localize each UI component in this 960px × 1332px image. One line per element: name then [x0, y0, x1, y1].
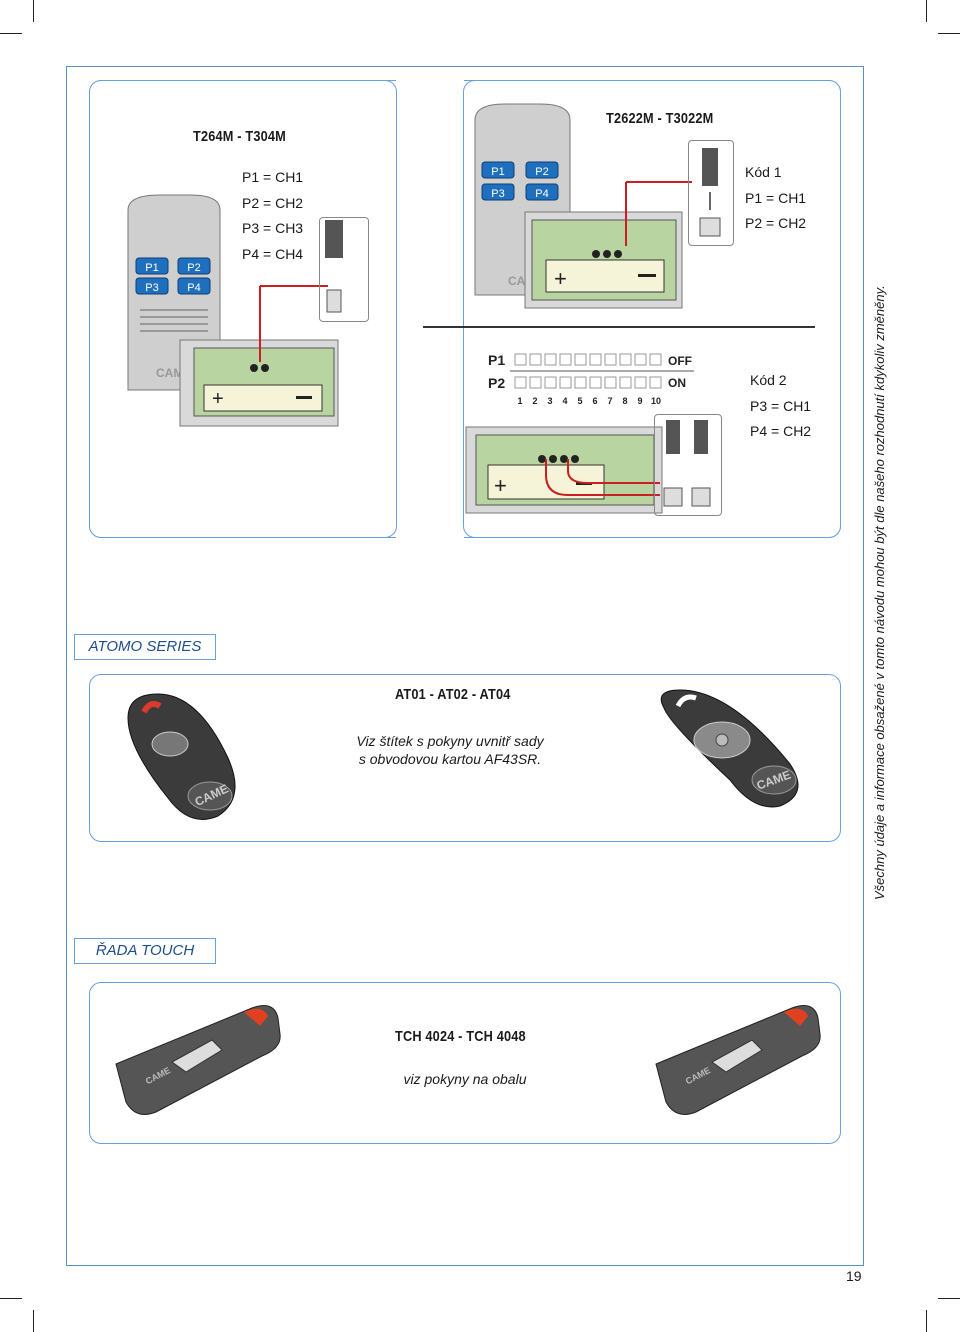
at-remote-right: CAME — [660, 689, 799, 808]
at-note: Viz štítek s pokyny uvnitř sady s obvodo… — [330, 732, 570, 768]
dip-switch-diagram: P1 P2 OFF ON 1 2 3 4 5 6 7 8 9 10 — [488, 352, 694, 406]
crop-mark — [0, 33, 22, 34]
crop-mark — [926, 1310, 927, 1332]
svg-text:+: + — [494, 473, 507, 498]
atomo-series-label: ATOMO SERIES — [74, 634, 216, 660]
crop-mark — [0, 1298, 22, 1299]
svg-text:+: + — [554, 266, 567, 291]
code1-jumper-icon — [699, 148, 721, 237]
t264-mapping: P1 = CH1 P2 = CH2 P3 = CH3 P4 = CH4 — [242, 165, 303, 267]
at-note-line: Viz štítek s pokyny uvnitř sady — [356, 733, 544, 749]
mapping-line: P1 = CH1 — [242, 169, 304, 185]
t264-remote-illustration: P1 P2 P3 P4 CAME + — [127, 194, 343, 427]
side-disclaimer: Všechny údaje a informace obsažené v tom… — [872, 285, 887, 900]
dip-number: 2 — [532, 396, 537, 406]
crop-mark — [938, 33, 960, 34]
dip-number: 7 — [607, 396, 612, 406]
code2-board-illustration: + — [465, 426, 663, 514]
button-label: P4 — [187, 282, 200, 294]
button-label: P3 — [491, 188, 504, 200]
code2-jumper-box — [654, 414, 722, 516]
code2-jumper-icon — [663, 420, 711, 507]
dip-row-label: P2 — [488, 375, 505, 391]
mapping-line: P2 = CH2 — [242, 194, 304, 211]
t2622-remote-illustration: P1 P2 P3 P4 CAME + — [474, 103, 692, 309]
dip-number: 10 — [651, 396, 661, 406]
touch-remote-right: CAME — [655, 1005, 821, 1115]
crop-mark — [33, 0, 34, 22]
panel-gap — [396, 79, 464, 540]
dip-number: 1 — [517, 396, 522, 406]
code2-title: Kód 2 — [750, 372, 787, 388]
crop-mark — [938, 1298, 960, 1299]
dip-state-off: OFF — [668, 354, 692, 368]
button-label: P1 — [145, 262, 158, 274]
t2622-model-title: T2622M - T3022M — [606, 110, 714, 127]
dip-row-label: P1 — [488, 352, 505, 368]
code1-block: Kód 1 P1 = CH1 P2 = CH2 — [745, 160, 806, 237]
dip-number: 6 — [592, 396, 597, 406]
dip-number: 5 — [577, 396, 582, 406]
mapping-line: P4 = CH2 — [750, 423, 812, 439]
code-separator — [423, 326, 815, 328]
dip-number: 9 — [637, 396, 642, 406]
touch-series-label: ŘADA TOUCH — [74, 938, 216, 964]
dip-number: 8 — [622, 396, 627, 406]
mapping-line: P1 = CH1 — [745, 189, 807, 206]
button-label: P2 — [535, 166, 548, 178]
touch-remote-left: CAME — [115, 1005, 281, 1115]
svg-text:+: + — [212, 388, 224, 410]
dip-number: 3 — [547, 396, 552, 406]
code1-title: Kód 1 — [745, 164, 782, 180]
at-model-title: AT01 - AT02 - AT04 — [395, 686, 511, 703]
at-remote-left: CAME — [127, 693, 236, 820]
code1-jumper-box — [688, 140, 734, 246]
dip-state-on: ON — [668, 376, 686, 390]
t264-model-title: T264M - T304M — [193, 128, 286, 145]
button-label: P4 — [535, 188, 548, 200]
touch-model-title: TCH 4024 - TCH 4048 — [395, 1028, 526, 1045]
crop-mark — [33, 1310, 34, 1332]
button-label: P3 — [145, 282, 158, 294]
t264-jumper-box — [319, 217, 369, 322]
at-note-line: s obvodovou kartou AF43SR. — [358, 751, 542, 767]
button-label: P2 — [187, 262, 200, 274]
page-number: 19 — [846, 1268, 862, 1284]
code2-block: Kód 2 P3 = CH1 P4 = CH2 — [750, 368, 811, 445]
mapping-line: P2 = CH2 — [745, 215, 807, 231]
page-frame — [66, 66, 864, 1266]
mapping-line: P4 = CH4 — [242, 245, 304, 262]
crop-mark — [926, 0, 927, 22]
mapping-line: P3 = CH3 — [242, 220, 304, 236]
dip-number: 4 — [562, 396, 567, 406]
touch-note: viz pokyny na obalu — [403, 1071, 527, 1087]
button-label: P1 — [491, 166, 504, 178]
mapping-line: P3 = CH1 — [750, 397, 812, 414]
